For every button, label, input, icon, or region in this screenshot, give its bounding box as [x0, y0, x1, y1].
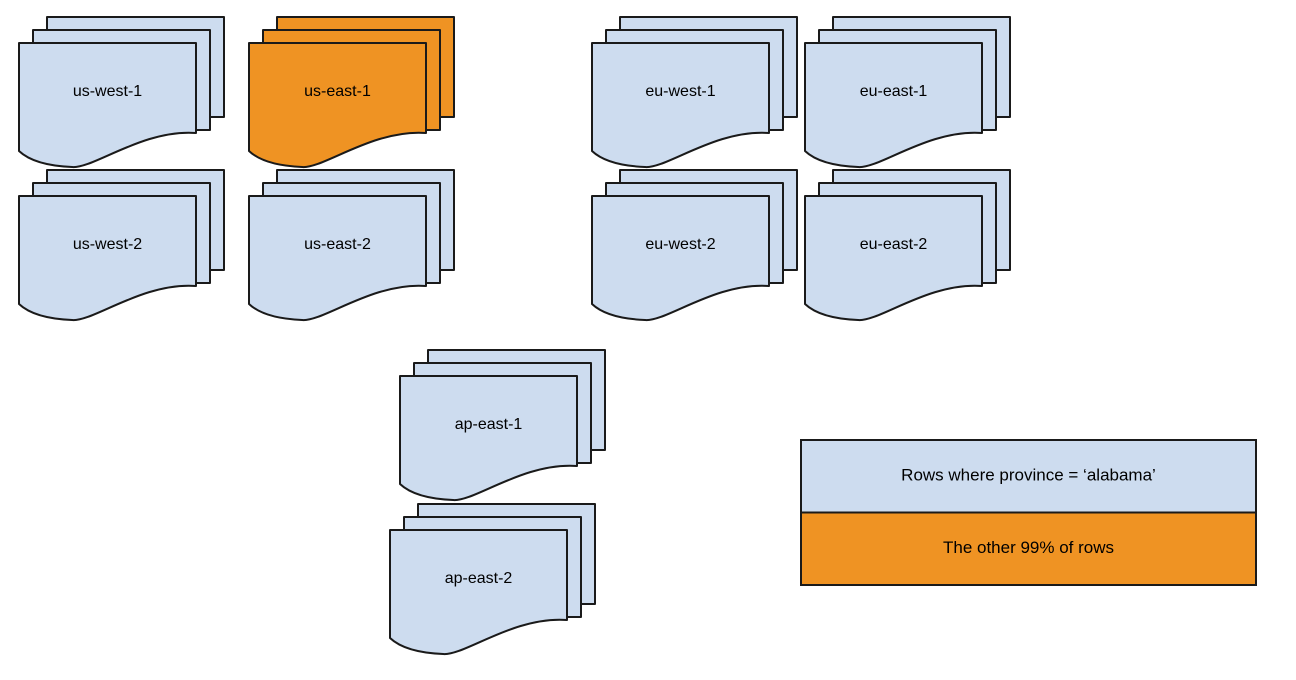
stack-layer-front — [591, 42, 770, 169]
stack-label-us-east-2: us-east-2 — [304, 236, 371, 253]
stack-layer-front — [591, 195, 770, 322]
stack-label-ap-east-1: ap-east-1 — [455, 416, 523, 433]
stack-label-eu-east-1: eu-east-1 — [860, 83, 928, 100]
stack-layer-front — [18, 42, 197, 169]
legend-group: Rows where province = ‘alabama’ The other… — [800, 439, 1257, 586]
stack-layer-front — [399, 375, 578, 502]
stack-label-eu-east-2: eu-east-2 — [860, 236, 928, 253]
document-stack-us-west-2[interactable]: us-west-2 — [18, 169, 225, 322]
stack-layer-front — [248, 42, 427, 169]
stack-label-us-east-1: us-east-1 — [304, 83, 371, 100]
legend-row-other: The other 99% of rows — [800, 511, 1257, 586]
document-stack-ap-east-2[interactable]: ap-east-2 — [389, 503, 596, 656]
legend-swatch-1 — [800, 511, 1257, 586]
legend-swatch-0 — [800, 439, 1257, 514]
stack-layer-front — [804, 195, 983, 322]
stack-label-eu-west-2: eu-west-2 — [645, 236, 715, 253]
stack-label-eu-west-1: eu-west-1 — [645, 83, 715, 100]
stack-label-us-west-1: us-west-1 — [73, 83, 142, 100]
stack-layer-front — [18, 195, 197, 322]
legend-row-alabama: Rows where province = ‘alabama’ — [800, 439, 1257, 514]
document-stack-us-east-2[interactable]: us-east-2 — [248, 169, 455, 322]
document-stack-eu-east-2[interactable]: eu-east-2 — [804, 169, 1011, 322]
stack-label-ap-east-2: ap-east-2 — [445, 570, 513, 587]
document-stack-eu-west-1[interactable]: eu-west-1 — [591, 16, 798, 169]
stack-label-us-west-2: us-west-2 — [73, 236, 142, 253]
document-stack-eu-west-2[interactable]: eu-west-2 — [591, 169, 798, 322]
document-stack-ap-east-1[interactable]: ap-east-1 — [399, 349, 606, 502]
legend-label-0: Rows where province = ‘alabama’ — [901, 466, 1156, 485]
stack-layer-front — [804, 42, 983, 169]
legend-label-1: The other 99% of rows — [943, 538, 1114, 557]
document-stack-us-east-1[interactable]: us-east-1 — [248, 16, 455, 169]
stack-layer-front — [389, 529, 568, 656]
document-stack-eu-east-1[interactable]: eu-east-1 — [804, 16, 1011, 169]
document-stack-us-west-1[interactable]: us-west-1 — [18, 16, 225, 169]
stack-layer-front — [248, 195, 427, 322]
stacks-group: us-west-1 us-east-1 eu-west-1 eu-east-1 us-w… — [18, 16, 1011, 656]
